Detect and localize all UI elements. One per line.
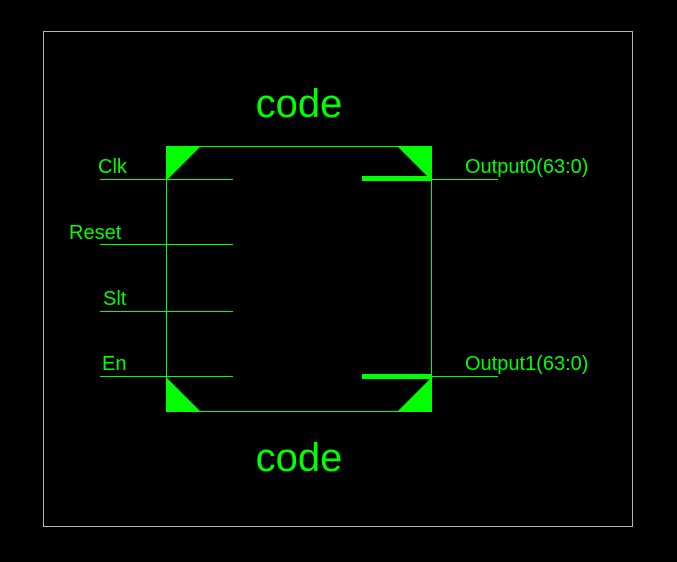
input-pin-en[interactable]: En — [100, 353, 233, 377]
component-body[interactable] — [166, 146, 432, 412]
output-pin-output1[interactable]: Output1(63:0) — [362, 353, 588, 379]
pin-label: Output1(63:0) — [465, 353, 588, 375]
output-pin-output0[interactable]: Output0(63:0) — [362, 156, 588, 181]
component-name-top: code — [256, 82, 343, 126]
pin-label: Output0(63:0) — [465, 156, 588, 178]
output-pins: Output0(63:0) Output1(63:0) — [362, 156, 588, 379]
pin-label: En — [102, 353, 126, 375]
corner-wedge-top-left — [166, 146, 201, 181]
pin-label: Clk — [98, 156, 128, 178]
input-pin-reset[interactable]: Reset — [69, 222, 233, 245]
component-name-bottom: code — [256, 436, 343, 480]
pin-label: Reset — [69, 222, 122, 244]
corner-wedge-top-right — [397, 146, 432, 181]
sheet-frame — [43, 31, 633, 527]
corner-wedge-bottom-right — [397, 377, 432, 412]
corner-wedge-bottom-left — [166, 377, 201, 412]
input-pins: Clk Reset Slt En — [69, 156, 233, 377]
component-symbol[interactable]: code code — [166, 82, 432, 480]
input-pin-slt[interactable]: Slt — [100, 288, 233, 312]
pin-label: Slt — [103, 288, 127, 310]
input-pin-clk[interactable]: Clk — [98, 156, 233, 180]
